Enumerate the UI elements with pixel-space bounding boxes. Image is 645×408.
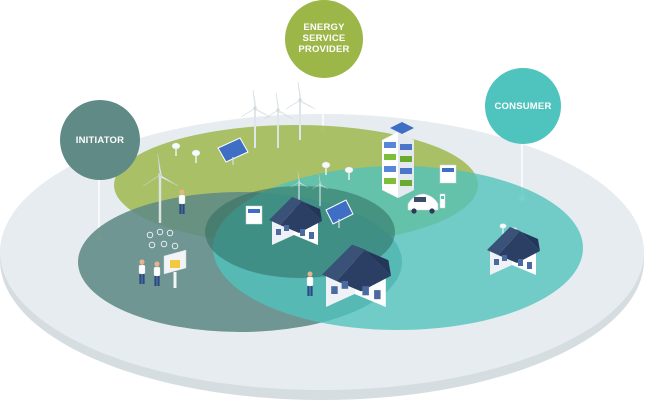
- electric-car-icon: [407, 193, 439, 214]
- energy-service-provider-bubble: [285, 0, 363, 78]
- vertical-farm-building-icon: [382, 122, 414, 198]
- connector-lines: [98, 78, 523, 236]
- solar-panel-icon: [217, 137, 354, 228]
- info-kiosk-icon: [146, 228, 187, 288]
- consumer-label: CONSUMER: [494, 101, 552, 112]
- initiator-label: INITIATOR: [75, 135, 125, 146]
- utility-box-icon: [245, 164, 457, 225]
- charging-station-icon: [439, 193, 446, 209]
- consumer-bubble: [485, 68, 561, 144]
- energy-service-provider-label: ENERGY SERVICE PROVIDER: [298, 22, 350, 55]
- initiator-bubble: [60, 100, 140, 180]
